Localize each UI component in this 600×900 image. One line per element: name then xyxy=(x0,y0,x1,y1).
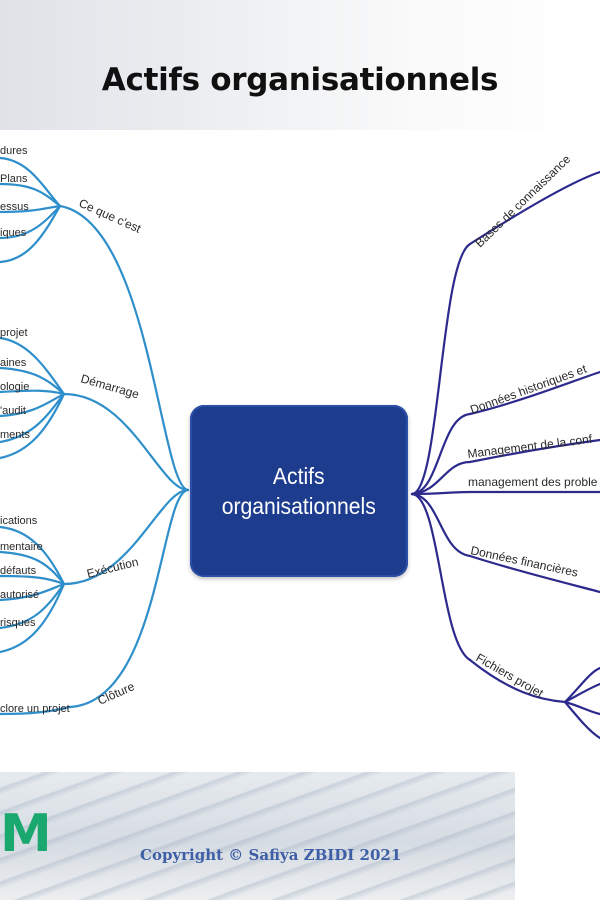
trunk-donnees-hist xyxy=(410,412,472,496)
branch-line xyxy=(468,170,600,246)
center-node: Actifs organisationnels xyxy=(190,405,408,577)
leaf-line xyxy=(0,582,66,630)
branch-label-donnees-historiques: Données historiques et xyxy=(468,361,589,416)
leaf-label: dures xyxy=(0,145,28,157)
leaf-label: clore un projet xyxy=(0,703,70,715)
leaf-label: aines xyxy=(0,357,27,369)
leaf-line xyxy=(0,392,66,444)
leaf-label: Plans xyxy=(0,173,28,185)
copyright-text: Copyright © Safiya ZBIDI 2021 xyxy=(140,846,402,864)
slide-title: Actifs organisationnels xyxy=(101,62,499,98)
leaf-line xyxy=(563,700,600,716)
leaf-label: risques xyxy=(0,617,36,629)
leaf-line xyxy=(0,582,66,602)
leaf-line xyxy=(0,550,66,586)
trunk-demarrage xyxy=(62,392,190,492)
leaf-label: ologie xyxy=(0,381,29,393)
branch-label-ce-que-cest: Ce que c'est xyxy=(77,196,144,236)
leaf-line xyxy=(0,336,66,396)
logo: M xyxy=(0,804,52,864)
branch-line xyxy=(468,438,600,464)
leaf-line xyxy=(563,700,600,740)
leaf-line xyxy=(0,366,66,396)
leaf-line xyxy=(0,156,62,208)
leaf-line xyxy=(0,204,62,264)
leaf-line xyxy=(563,682,600,704)
trunk-execution xyxy=(62,488,190,586)
leaf-line xyxy=(0,204,62,240)
branch-label-cloture: Clôture xyxy=(96,679,137,708)
mind-map: Ce que c'est dures Plans essus iques Dém… xyxy=(0,132,600,772)
center-node-label: Actifs organisationnels xyxy=(221,463,377,519)
leaf-line xyxy=(0,705,72,716)
branch-line xyxy=(468,370,600,416)
trunk-fichiers xyxy=(410,492,472,662)
leaf-label: autorisé xyxy=(0,589,39,601)
branch-label-management-probl: management des proble xyxy=(468,475,598,489)
trunk-mgmt-conf xyxy=(410,460,472,496)
footer-blank xyxy=(515,772,600,900)
leaf-label: défauts xyxy=(0,565,37,577)
branch-label-demarrage: Démarrage xyxy=(79,371,141,401)
leaf-line xyxy=(0,182,62,208)
leaf-line xyxy=(0,392,66,418)
leaf-line xyxy=(0,525,66,586)
leaf-label: 'audit xyxy=(0,405,26,417)
footer-background xyxy=(0,772,600,900)
leaf-line xyxy=(0,204,62,214)
branch-label-execution: Exécution xyxy=(85,555,140,581)
leaf-line xyxy=(563,666,600,704)
leaf-line xyxy=(0,392,66,460)
leaf-line xyxy=(0,582,66,654)
branch-line xyxy=(468,554,600,594)
branch-label-bases: Bases de connaissance xyxy=(472,152,573,250)
leaf-label: ications xyxy=(0,515,38,527)
footer-decoration xyxy=(0,772,520,900)
leaf-line xyxy=(0,574,66,586)
trunk-bases xyxy=(410,242,472,496)
mind-map-canvas: Ce que c'est dures Plans essus iques Dém… xyxy=(0,145,600,740)
slide-background xyxy=(0,0,600,130)
trunk-fin xyxy=(410,492,472,558)
leaf-label: essus xyxy=(0,201,29,213)
trunk-mgmt-probl xyxy=(410,490,472,496)
branch-line xyxy=(468,658,567,704)
branch-label-management-conf: Management de la conf xyxy=(467,432,594,461)
leaf-label: mentaire xyxy=(0,541,43,553)
leaf-label: projet xyxy=(0,327,28,339)
trunk-ce-que-cest xyxy=(58,204,190,492)
leaf-label: iques xyxy=(0,227,27,239)
leaf-line xyxy=(0,389,66,396)
leaf-label: ments xyxy=(0,429,30,441)
branch-label-fichiers-projet: Fichiers projet xyxy=(474,650,547,700)
trunk-cloture xyxy=(68,488,190,709)
